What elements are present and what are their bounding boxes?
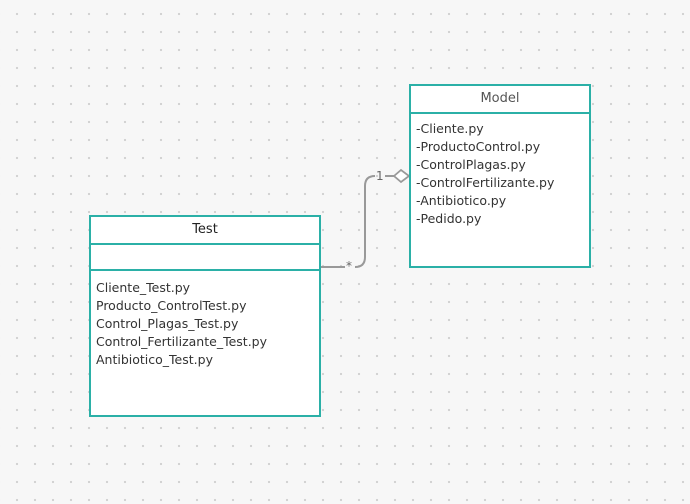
test-member: Control_Plagas_Test.py <box>96 316 239 331</box>
model-member: -Antibiotico.py <box>416 193 507 208</box>
model-members-compartment: -Cliente.py -ProductoControl.py -Control… <box>411 114 589 232</box>
model-multiplicity-label: 1 <box>376 169 384 183</box>
test-member: Producto_ControlTest.py <box>96 298 247 313</box>
test-attributes-compartment <box>91 245 319 271</box>
model-class-title: Model <box>411 86 589 114</box>
model-class-box[interactable]: Model -Cliente.py -ProductoControl.py -C… <box>409 84 591 268</box>
model-member: -Cliente.py <box>416 121 484 136</box>
test-members-compartment: Cliente_Test.py Producto_ControlTest.py … <box>91 271 319 373</box>
test-class-box[interactable]: Test Cliente_Test.py Producto_ControlTes… <box>89 215 321 417</box>
test-multiplicity-label: * <box>346 259 352 273</box>
test-class-title: Test <box>91 217 319 245</box>
model-member: -ProductoControl.py <box>416 139 541 154</box>
test-member: Control_Fertilizante_Test.py <box>96 334 267 349</box>
model-member: -Pedido.py <box>416 211 482 226</box>
test-member: Antibiotico_Test.py <box>96 352 213 367</box>
association-line <box>320 175 376 268</box>
model-member: -ControlFertilizante.py <box>416 175 555 190</box>
model-member: -ControlPlagas.py <box>416 157 526 172</box>
aggregation-diamond-icon <box>392 168 411 184</box>
test-member: Cliente_Test.py <box>96 280 191 295</box>
